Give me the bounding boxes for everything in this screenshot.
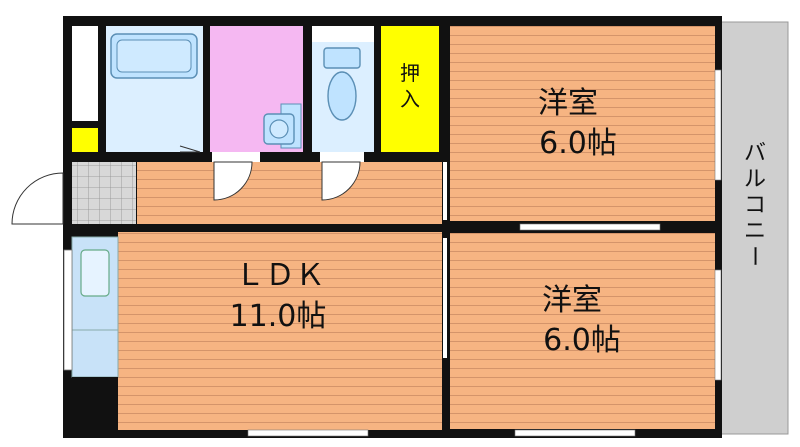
balcony-label-char: コ: [744, 193, 766, 218]
ldk-size: 11.0帖: [230, 299, 327, 334]
western-room-bottom-floor: [450, 233, 715, 429]
entrance-floor: [72, 162, 136, 224]
ldk-name: ＬＤＫ: [235, 258, 325, 293]
entrance-door: [11, 172, 64, 225]
small-storage: [72, 128, 98, 152]
washroom-door: [212, 152, 260, 201]
refrigerator-space: [72, 377, 118, 429]
window-top-room: [714, 69, 722, 181]
balcony-label-char: バ: [744, 141, 766, 166]
balcony-label-char: ー: [741, 245, 766, 267]
western-room-top-floor: [450, 26, 715, 221]
balcony-label-char: ニ: [744, 219, 766, 244]
bathtub-inner: [116, 39, 192, 73]
bathroom-door: [179, 145, 201, 153]
closet-label: 押 入: [400, 61, 420, 111]
balcony-label-char: ル: [744, 167, 766, 192]
toilet-bowl: [327, 71, 357, 121]
closet-label-2: 入: [400, 87, 420, 111]
kitchen-sink: [80, 249, 110, 297]
window-ldk-bottom: [247, 429, 369, 437]
window-room-bottom: [514, 429, 636, 437]
sliding-door-ldk-bottom: [443, 238, 447, 358]
toilet-tank: [323, 47, 361, 69]
western-room-top-name: 洋室: [538, 86, 598, 121]
balcony: [719, 21, 789, 435]
ldk-floor: [118, 232, 442, 430]
window-bottom-room: [714, 269, 722, 381]
shoe-cabinet: [72, 26, 98, 121]
western-room-top-size: 6.0帖: [539, 126, 617, 161]
closet: [381, 26, 439, 152]
western-room-bottom-name: 洋室: [542, 283, 602, 318]
sliding-door-top: [519, 223, 661, 231]
toilet-door: [320, 152, 364, 201]
western-room-bottom-size: 6.0帖: [543, 323, 621, 358]
kitchen-window: [63, 249, 73, 371]
closet-label-1: 押: [400, 61, 420, 85]
sliding-door-ldk-top: [443, 162, 447, 220]
hallway-floor: [137, 162, 442, 224]
